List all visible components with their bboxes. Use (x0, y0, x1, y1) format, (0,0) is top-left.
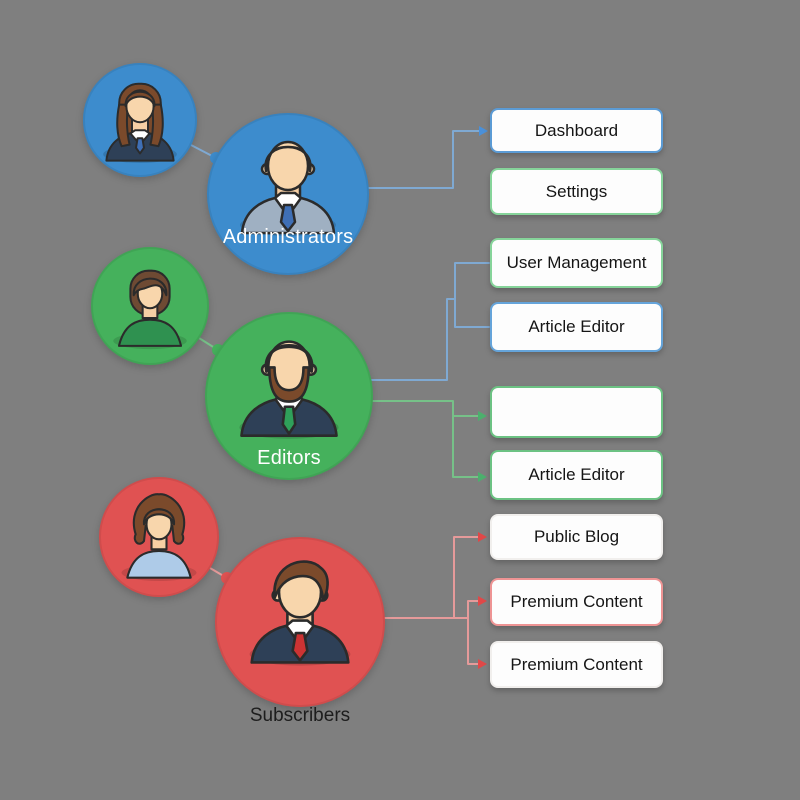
connector-administrators-dashboard (367, 130, 480, 189)
arrow-premium1-icon (478, 596, 487, 606)
member-circle-subscribers (99, 477, 219, 597)
arrow-dashboard-icon (479, 126, 488, 136)
permission-box-user-management: User Management (490, 238, 663, 288)
permission-box-dashboard: Dashboard (490, 108, 663, 153)
permission-label: User Management (506, 253, 647, 272)
role-label-administrators: Administrators (222, 226, 354, 248)
permission-label: Article Editor (528, 317, 625, 336)
permission-box-article-editor-blue: Article Editor (490, 302, 663, 352)
connector-editors-articleeditor-green (372, 400, 479, 478)
arrow-emptybox-icon (478, 411, 487, 421)
connector-subscribers-premium2 (467, 617, 479, 665)
woman-curly-avatar-icon (121, 493, 197, 581)
permission-label: Premium Content (510, 654, 643, 674)
permission-box-article-editor-green: Article Editor (490, 450, 663, 500)
man-blue-tie-avatar-icon (240, 140, 336, 236)
permission-box-settings: Settings (490, 168, 663, 215)
permission-label: Article Editor (528, 465, 625, 484)
permission-box-premium-content-1: Premium Content (490, 578, 663, 626)
link-member-editors (198, 337, 219, 351)
arrowheads (478, 126, 488, 669)
role-circle-editors: Editors (205, 312, 373, 480)
woman-bob-avatar-icon (113, 269, 187, 350)
connector-subscribers-publicblog (453, 536, 479, 619)
arrow-articleeditor-green-icon (478, 472, 487, 482)
permission-box-public-blog: Public Blog (490, 514, 663, 560)
woman-long-hair-suit-avatar-icon (103, 82, 177, 163)
man-beard-green-tie-avatar-icon (239, 340, 339, 439)
link-member-subscribers (209, 567, 228, 579)
link-member-administrators (190, 144, 217, 159)
role-circle-subscribers (215, 537, 385, 707)
connector-editors-usermanagement-articleeditor (454, 262, 490, 328)
member-circle-administrators (83, 63, 197, 177)
role-label-editors: Editors (257, 447, 321, 469)
arrow-premium2-icon (478, 659, 487, 669)
man-red-tie-avatar-icon (249, 560, 351, 666)
permission-label: Settings (545, 181, 608, 201)
member-circle-editors (91, 247, 209, 365)
connector-editors-blue-trunk (370, 298, 456, 381)
role-circle-administrators: Administrators (207, 113, 369, 275)
permission-label: Premium Content (510, 592, 643, 611)
permission-label: Public Blog (533, 527, 620, 546)
permission-box-premium-content-2: Premium Content (490, 641, 663, 688)
permission-box-empty (490, 386, 663, 438)
permission-label: Dashboard (534, 120, 619, 140)
connector-subscribers-premium1 (467, 600, 479, 619)
arrow-publicblog-icon (478, 532, 487, 542)
role-label-subscribers: Subscribers (249, 705, 351, 726)
